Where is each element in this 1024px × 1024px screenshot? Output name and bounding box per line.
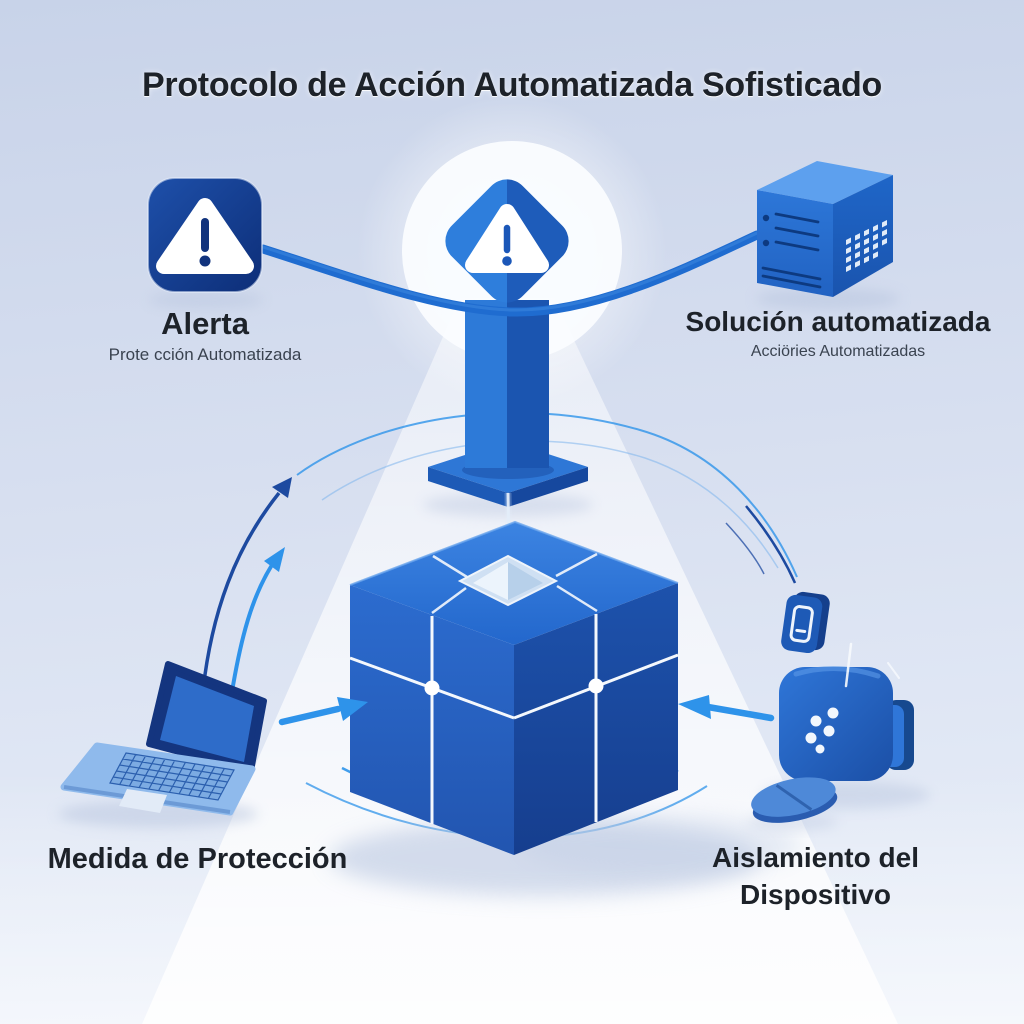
right-arrow bbox=[678, 695, 775, 722]
solution-sublabel: Acciöries Automatizadas bbox=[750, 343, 926, 360]
solution-label: Solución automatizada bbox=[685, 306, 991, 337]
connection-cable bbox=[258, 230, 762, 317]
security-cube-icon bbox=[349, 520, 679, 855]
left-arrow bbox=[278, 697, 368, 726]
alert-sublabel: Prote cción Automatizada bbox=[108, 345, 302, 364]
isolated-device-icon bbox=[779, 666, 914, 781]
warning-badge-icon bbox=[147, 177, 263, 293]
laptop-trackpad bbox=[119, 789, 167, 813]
protection-label: Medida de Protección bbox=[47, 843, 348, 875]
spark-lines bbox=[844, 642, 900, 688]
warning-triangle-icon bbox=[465, 204, 549, 273]
smartphone-icon bbox=[781, 591, 830, 654]
page-title: Protocolo de Acción Automatizada Sofisti… bbox=[142, 66, 882, 104]
alert-label: Alerta bbox=[161, 306, 249, 341]
laptop-icon bbox=[64, 661, 264, 813]
server-icon bbox=[757, 161, 893, 297]
laptop-keyboard bbox=[110, 753, 234, 800]
server-vents bbox=[846, 220, 887, 272]
cycle-arrow-icon bbox=[201, 477, 292, 705]
mouse-icon bbox=[751, 777, 838, 823]
isolation-label: Aislamiento del Dispositivo bbox=[712, 842, 919, 910]
cube-top-recess bbox=[457, 554, 559, 607]
